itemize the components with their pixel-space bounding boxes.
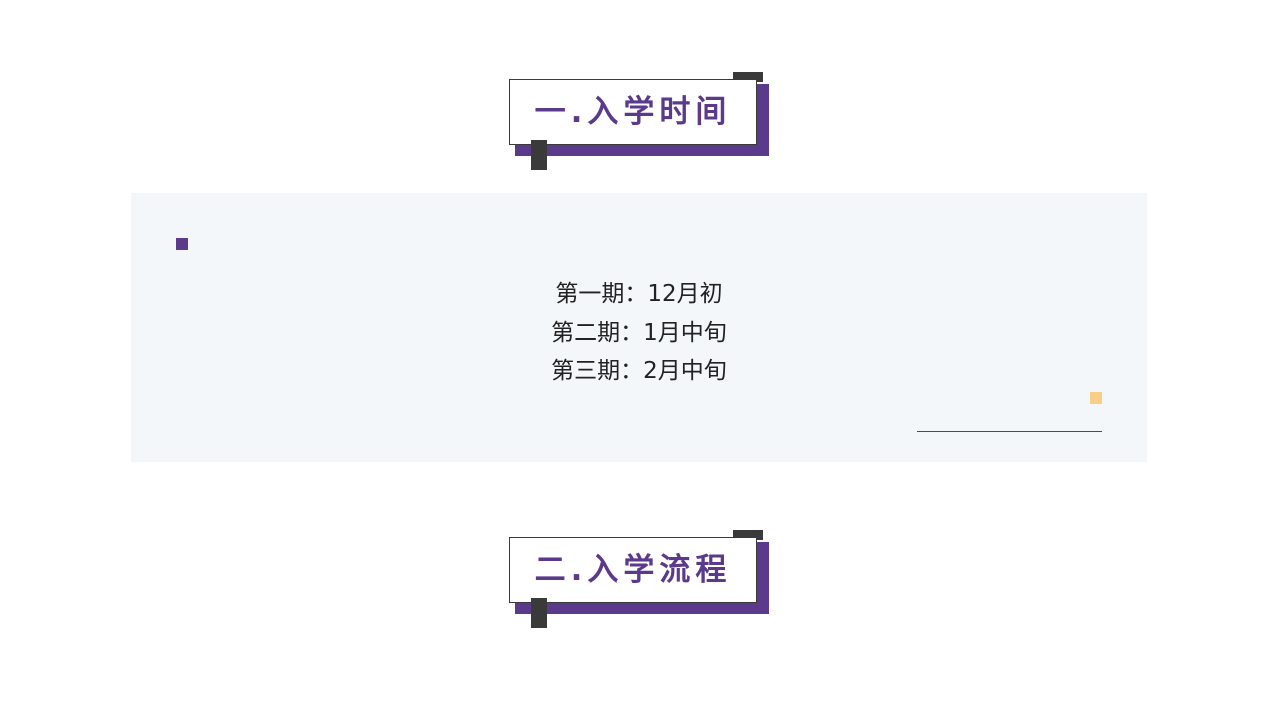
- schedule-item-1: 第一期：12月初: [555, 281, 723, 307]
- title-badge-bottom-tab: [531, 598, 547, 628]
- peach-square-decoration: [1090, 392, 1102, 404]
- decorative-underline: [917, 431, 1102, 432]
- schedule-list: 第一期：12月初 第二期：1月中旬 第三期：2月中旬: [131, 275, 1147, 391]
- purple-square-decoration: [176, 238, 188, 250]
- title-badge-card: 二.入学流程: [509, 537, 757, 603]
- title-badge-top-tab: [733, 72, 763, 82]
- section-title-badge-admission-time: 一.入学时间: [509, 72, 769, 170]
- section-title-badge-admission-process: 二.入学流程: [509, 530, 769, 628]
- title-badge-card: 一.入学时间: [509, 79, 757, 145]
- title-badge-bottom-tab: [531, 140, 547, 170]
- schedule-item-2: 第二期：1月中旬: [551, 319, 727, 346]
- section-title: 二.入学流程: [534, 551, 732, 588]
- schedule-item-3: 第三期：2月中旬: [551, 358, 727, 384]
- admission-schedule-panel: 第一期：12月初 第二期：1月中旬 第三期：2月中旬: [131, 193, 1147, 462]
- title-badge-top-tab: [733, 530, 763, 540]
- section-title: 一.入学时间: [534, 93, 732, 130]
